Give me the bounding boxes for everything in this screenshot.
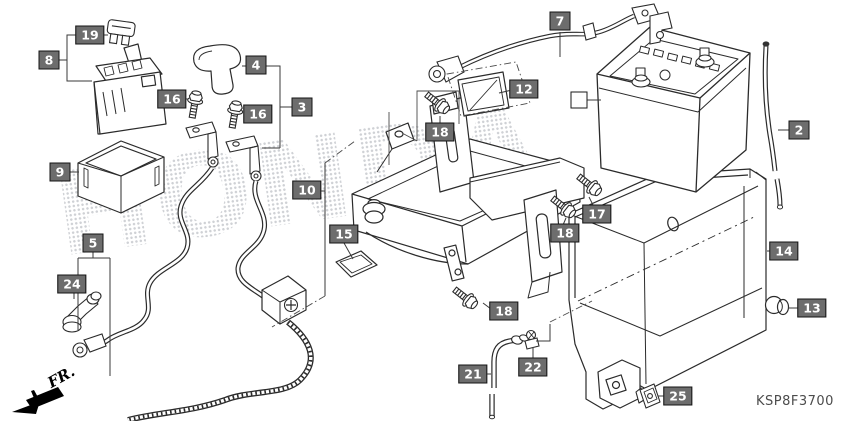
part-label-16-left[interactable]: 16 (157, 89, 187, 109)
pad-12-drawing (457, 71, 510, 117)
grommet-13-drawing (764, 295, 790, 316)
part-label-3[interactable]: 3 (291, 97, 313, 117)
clip-25-drawing (635, 383, 661, 409)
part-label-5[interactable]: 5 (82, 233, 104, 253)
part-label-16-right[interactable]: 16 (243, 104, 273, 124)
bolt-18-bottom-drawing (449, 282, 482, 313)
battery-drawing (596, 26, 751, 193)
part-label-22[interactable]: 22 (518, 357, 548, 377)
tube-clip-drawing (524, 329, 540, 350)
fuse-drawing (106, 19, 136, 46)
empty-callout-box[interactable] (570, 91, 588, 109)
part-label-18-top[interactable]: 18 (425, 122, 455, 142)
terminal-cover-drawing (192, 44, 242, 95)
part-label-4[interactable]: 4 (245, 55, 267, 75)
fr-direction-arrow (12, 387, 64, 414)
elbow-cap-drawing (62, 291, 102, 333)
diagram-code: KSP8F3700 (756, 394, 834, 409)
ground-cable-drawing (72, 166, 215, 358)
cable-bracket-drawings (185, 121, 262, 182)
relay-box-drawing (77, 140, 165, 214)
battery-tray-drawing (351, 91, 585, 299)
part-label-18-middle[interactable]: 18 (550, 223, 580, 243)
battery-cable-drawing (428, 3, 673, 83)
part-label-12[interactable]: 12 (509, 79, 539, 99)
bolt-16-left-drawing (184, 89, 205, 120)
part-label-14[interactable]: 14 (769, 241, 799, 261)
part-label-21[interactable]: 21 (458, 364, 488, 384)
part-label-25[interactable]: 25 (663, 386, 693, 406)
part-label-15[interactable]: 15 (329, 224, 359, 244)
part-label-10[interactable]: 10 (292, 180, 322, 200)
part-label-18-bottom[interactable]: 18 (489, 301, 519, 321)
relay-drawing (93, 43, 167, 135)
bolt-16-right-drawing (224, 99, 245, 130)
part-label-13[interactable]: 13 (797, 298, 827, 318)
part-label-2[interactable]: 2 (788, 120, 810, 140)
part-label-17[interactable]: 17 (582, 204, 612, 224)
part-label-19[interactable]: 19 (75, 25, 105, 45)
part-label-7[interactable]: 7 (549, 11, 571, 31)
pad-15-drawing (335, 250, 378, 278)
part-label-9[interactable]: 9 (49, 162, 71, 182)
part-label-24[interactable]: 24 (57, 274, 87, 294)
starter-cable-drawing (127, 180, 314, 421)
part-label-8[interactable]: 8 (38, 50, 60, 70)
phantom-lines (271, 61, 593, 328)
battery-box-drawing (568, 168, 767, 410)
breather-tube-drawing (762, 41, 784, 210)
drain-tube-drawing (488, 334, 529, 420)
